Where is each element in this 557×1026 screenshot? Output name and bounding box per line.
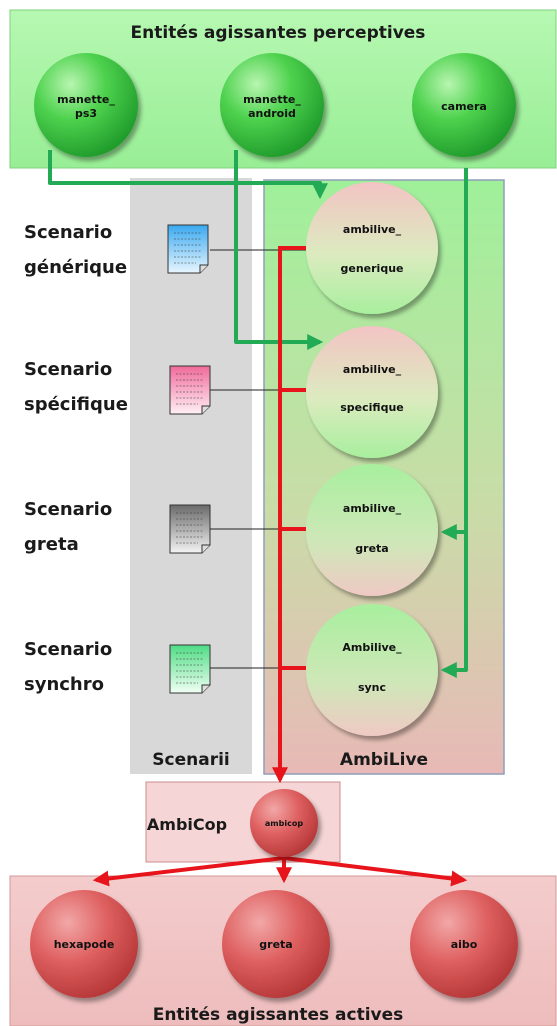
node-manette-android	[220, 53, 324, 157]
node-ambilive-greta	[306, 464, 438, 596]
svg-text:synchro: synchro	[24, 674, 104, 695]
arrow-ps3-to-generique	[48, 150, 328, 200]
node-ambilive-specifique	[306, 326, 438, 458]
node-ambicop	[250, 789, 318, 857]
green-arrows	[48, 150, 468, 678]
scenario-label-generique: Scenario générique	[24, 222, 127, 278]
node-ambilive-sync	[306, 604, 438, 736]
node-label: specifique	[340, 401, 404, 414]
node-label: sync	[358, 681, 386, 694]
node-greta	[222, 890, 330, 998]
ambicop-label: AmbiCop	[147, 815, 227, 834]
scenarii-panel-title: Scenarii	[152, 750, 229, 770]
node-label: manette_	[243, 93, 301, 106]
document-icon	[169, 644, 211, 694]
red-bus	[272, 246, 306, 784]
node-manette-ps3	[34, 53, 138, 157]
svg-text:greta: greta	[24, 534, 79, 555]
red-arrows	[92, 856, 468, 887]
node-label: android	[248, 107, 296, 120]
node-aibo	[410, 890, 518, 998]
scenario-label-synchro: Scenario synchro	[24, 639, 112, 695]
node-label: ambilive_	[343, 223, 402, 236]
node-camera	[412, 53, 516, 157]
document-icon	[169, 504, 211, 554]
svg-text:Scenario: Scenario	[24, 499, 112, 520]
node-label: ambilive_	[343, 502, 402, 515]
node-label: greta	[355, 542, 388, 555]
arrow-android-to-specifique	[234, 150, 324, 350]
node-label: ps3	[75, 107, 97, 120]
ambicop-panel: AmbiCop	[145, 781, 341, 863]
top-panel-title: Entités agissantes perceptives	[131, 23, 426, 43]
svg-text:Scenario: Scenario	[24, 359, 112, 380]
node-label: greta	[259, 938, 292, 951]
document-icon	[167, 224, 209, 274]
svg-text:spécifique: spécifique	[24, 394, 128, 415]
svg-text:générique: générique	[24, 257, 127, 278]
node-label: aibo	[451, 938, 478, 951]
arrow-camera-to-sync	[440, 530, 468, 678]
node-label: ambicop	[265, 819, 303, 828]
ambilive-panel-title: AmbiLive	[340, 750, 428, 770]
node-label: camera	[441, 100, 487, 113]
node-ambilive-generique	[306, 182, 438, 314]
svg-text:Scenario: Scenario	[24, 222, 112, 243]
node-hexapode	[30, 890, 138, 998]
svg-text:Scenario: Scenario	[24, 639, 112, 660]
node-label: hexapode	[54, 938, 115, 951]
node-labels: manette_ ps3 manette_ android camera amb…	[54, 93, 487, 951]
node-label: manette_	[57, 93, 115, 106]
node-label: Ambilive_	[342, 641, 402, 654]
document-icon	[169, 365, 211, 415]
node-label: ambilive_	[343, 363, 402, 376]
scenario-label-specifique: Scenario spécifique	[24, 359, 128, 415]
bottom-panel-title: Entités agissantes actives	[153, 1005, 404, 1025]
scenario-label-greta: Scenario greta	[24, 499, 112, 555]
node-label: generique	[341, 262, 404, 275]
